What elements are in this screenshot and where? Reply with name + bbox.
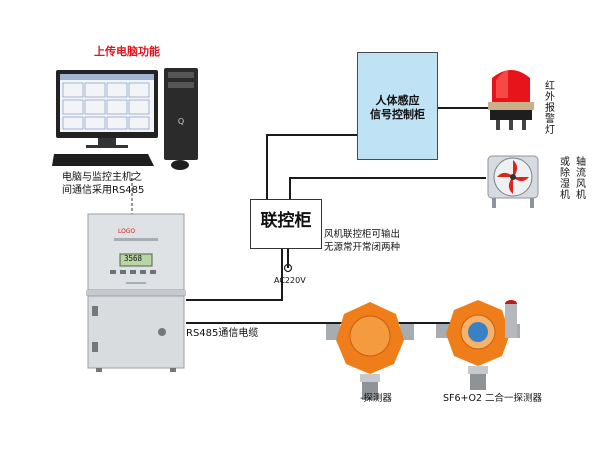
upload-title: 上传电脑功能 — [94, 45, 160, 58]
power-plug-icon — [283, 263, 293, 273]
fan-label-col1: 轴流风机 — [573, 156, 585, 200]
rs485-cable-label: RS485通信电缆 — [186, 328, 259, 339]
line-linkage-to-fan — [289, 177, 486, 199]
axial-fan-icon — [487, 155, 539, 208]
svg-text:LOGO: LOGO — [118, 228, 136, 235]
linkage-note-line2: 无源常开常闭两种 — [324, 242, 401, 253]
linkage-cabinet: 联控柜 — [250, 199, 322, 249]
controller-display: 3568 — [124, 254, 143, 263]
linkage-cabinet-label: 联控柜 — [260, 211, 312, 231]
detector-single-label: -探测器 — [360, 393, 392, 404]
signal-control-cabinet: 人体感应 信号控制柜 — [357, 52, 438, 160]
signal-cabinet-line1: 人体感应 — [375, 94, 420, 107]
svg-text:Q: Q — [178, 117, 184, 126]
computer-illustration: Q — [52, 68, 198, 170]
linkage-note-line1: 风机联控柜可输出 — [324, 229, 401, 240]
controller-host: LOGO — [86, 213, 186, 372]
signal-cabinet-line2: 信号控制柜 — [370, 108, 425, 121]
alarm-light-label: 红外报警灯 — [542, 80, 554, 135]
line-controller-to-linkage — [186, 247, 283, 301]
computer-caption-line2: 间通信采用RS485 — [62, 185, 145, 196]
detector-combo-label: SF6+O2 二合一探测器 — [443, 393, 543, 404]
sensor-probe-icon — [505, 300, 517, 338]
fan-label-col2: 或除湿机 — [557, 156, 569, 200]
power-label: AC220V — [274, 276, 306, 285]
line-linkage-to-signal — [266, 134, 357, 199]
alarm-light-icon — [488, 70, 534, 130]
gas-detector-single — [326, 302, 414, 400]
computer-caption-line1: 电脑与监控主机之 — [62, 172, 142, 183]
